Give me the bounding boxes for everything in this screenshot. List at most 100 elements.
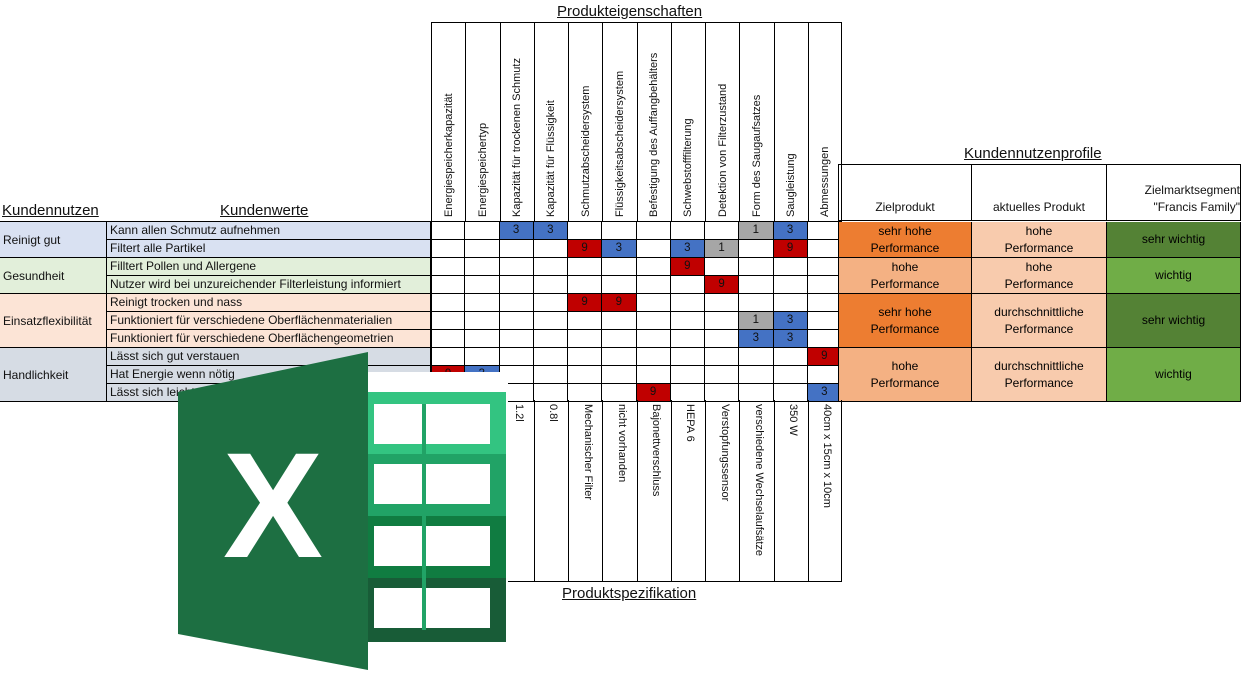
property-header: Kapazität für Flüssigkeit (533, 22, 568, 221)
matrix-cell (499, 294, 534, 312)
matrix-cell (533, 384, 568, 402)
matrix-cell (636, 258, 671, 276)
property-header-label: Flüssigkeitsabscheidersystem (613, 70, 626, 217)
spec-column: 0.8l (533, 400, 568, 582)
spec-column: Verstopfungssensor (705, 400, 740, 582)
matrix-cell (499, 258, 534, 276)
profile-segment-cell: sehr wichtig (1107, 222, 1241, 258)
matrix-cell: 9 (705, 276, 740, 294)
matrix-cell (670, 276, 705, 294)
matrix-cell (431, 294, 466, 312)
matrix-cell: 3 (773, 222, 808, 240)
matrix-cell (670, 222, 705, 240)
matrix-cell (431, 258, 466, 276)
spec-value: Bajonettverschluss (650, 404, 663, 497)
matrix-cell (807, 366, 842, 384)
matrix-cell (533, 276, 568, 294)
spec-value: Verstopfungssensor (718, 404, 731, 502)
property-header: Form des Saugaufsatzes (739, 22, 774, 221)
matrix-cell: 3 (670, 240, 705, 258)
spec-column: nicht vorhanden (602, 400, 637, 582)
spec-value: nicht vorhanden (615, 404, 628, 483)
profile-segment-cell: sehr wichtig (1107, 294, 1241, 348)
matrix-cell (533, 258, 568, 276)
matrix-cell (568, 384, 603, 402)
matrix-cell (636, 294, 671, 312)
matrix-cell (807, 222, 842, 240)
matrix-cell (670, 312, 705, 330)
matrix-cell: 9 (773, 240, 808, 258)
matrix-cell (739, 276, 774, 294)
spec-column: verschiedene Wechselaufsätze (739, 400, 774, 582)
spec-value: Mechanischer Filter (581, 404, 594, 500)
matrix-cell (773, 276, 808, 294)
matrix-cell: 1 (705, 240, 740, 258)
kundenwert-label: Reinigt trocken und nass (107, 294, 431, 312)
matrix-cell (807, 330, 842, 348)
matrix-cell (568, 222, 603, 240)
matrix-cell (533, 312, 568, 330)
profile-ziel-cell: sehr hohe Performance (838, 294, 972, 348)
matrix-cell (705, 222, 740, 240)
matrix-cell (739, 258, 774, 276)
spec-column: HEPA 6 (670, 400, 705, 582)
matrix-cell (465, 240, 500, 258)
matrix-cell: 9 (602, 294, 637, 312)
property-header: Schwebstofffilterung (670, 22, 705, 221)
matrix-cell (807, 240, 842, 258)
matrix-cell: 3 (773, 312, 808, 330)
matrix-cell (670, 366, 705, 384)
property-header-label: Kapazität für trockenen Schmutz (511, 58, 524, 217)
profile-header: Zielmarktsegment"Francis Family" (1107, 164, 1241, 221)
matrix-cell (602, 366, 637, 384)
property-header-label: Detektion von Filterzustand (716, 83, 729, 217)
profile-segment-cell: wichtig (1107, 348, 1241, 402)
matrix-cell (739, 294, 774, 312)
property-header: Energiespeichertyp (465, 22, 500, 221)
profile-ziel-cell: hohe Performance (838, 258, 972, 294)
matrix-cell (568, 330, 603, 348)
profile-aktuell-cell: durchschnittliche Performance (972, 294, 1107, 348)
profile-aktuell-cell: hohe Performance (972, 258, 1107, 294)
matrix-cell (568, 312, 603, 330)
matrix-cell (739, 348, 774, 366)
matrix-cell: 9 (568, 294, 603, 312)
matrix-cell (499, 240, 534, 258)
property-header-label: Saugleistung (785, 153, 798, 217)
matrix-cell (602, 384, 637, 402)
matrix-cell (807, 294, 842, 312)
matrix-cell: 9 (568, 240, 603, 258)
matrix-cell: 9 (670, 258, 705, 276)
matrix-cell (705, 294, 740, 312)
kundenwert-label: Filtert alle Partikel (107, 240, 431, 258)
matrix-cell (705, 312, 740, 330)
spec-value: 40cm x 15cm x 10cm (820, 404, 833, 508)
matrix-cell (499, 366, 534, 384)
segment-header-line2: "Francis Family" (1153, 200, 1240, 214)
matrix-cell (602, 348, 637, 366)
kundennutzen-group: Reinigt gut (0, 222, 107, 258)
matrix-cell: 1 (739, 222, 774, 240)
property-header: Flüssigkeitsabscheidersystem (602, 22, 637, 221)
property-header: Befestigung des Auffangbehälters (636, 22, 671, 221)
matrix-cell (705, 348, 740, 366)
matrix-cell (705, 258, 740, 276)
property-header: Detektion von Filterzustand (705, 22, 740, 221)
profile-header: aktuelles Produkt (972, 164, 1107, 221)
matrix-cell (602, 258, 637, 276)
property-header-label: Energiespeichertyp (476, 122, 489, 217)
excel-letter: X (223, 421, 323, 589)
matrix-cell (773, 258, 808, 276)
kundenwert-label: Funktioniert für verschiedene Oberfläche… (107, 330, 431, 348)
property-header: Kapazität für trockenen Schmutz (499, 22, 534, 221)
matrix-cell (568, 276, 603, 294)
matrix-cell (465, 330, 500, 348)
property-header: Saugleistung (773, 22, 808, 221)
matrix-cell (739, 366, 774, 384)
matrix-cell (739, 384, 774, 402)
property-header-label: Schwebstofffilterung (682, 118, 695, 217)
matrix-cell (465, 222, 500, 240)
matrix-cell (636, 240, 671, 258)
matrix-cell (773, 366, 808, 384)
profile-ziel-cell: sehr hohe Performance (838, 222, 972, 258)
